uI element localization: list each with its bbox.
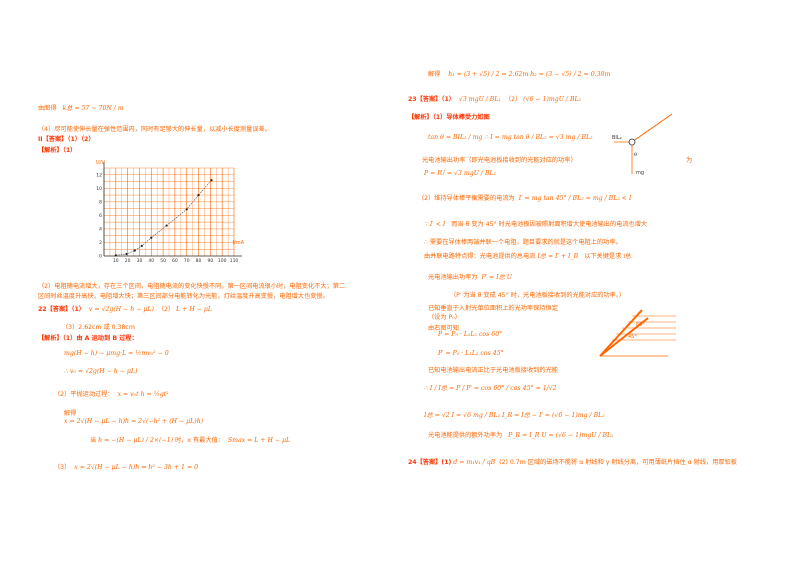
- data-point: [210, 179, 213, 182]
- x-tick-label: 70: [184, 258, 190, 264]
- x-tick-label: 20: [125, 258, 131, 264]
- text-line: （4）尽可能使伸长量在弹性范围内，同时有足够大的伸长量，以减小长度测量误差。: [38, 126, 271, 133]
- fig2-angle45: 45°: [628, 334, 637, 340]
- x-tick-label: 80: [196, 258, 202, 264]
- formula: ∴ I / I总 = P / P′ = cos 60° / cos 45° = …: [424, 385, 557, 392]
- x-tick-label: 40: [148, 258, 154, 264]
- y-tick-label: 0: [99, 254, 102, 260]
- x-tick-label: 50: [160, 258, 166, 264]
- data-point: [197, 193, 200, 197]
- x-tick-label: 110: [230, 258, 239, 264]
- y-tick-label: 10: [96, 186, 102, 192]
- text-line: 为: [686, 157, 693, 164]
- data-point: [140, 244, 143, 247]
- formula: I总 = √2 I = √6 mg / BL₂ I_R = I总 − I′ = …: [424, 412, 605, 419]
- formula: P = P₀ · L₁L₂ cos 60°: [438, 331, 503, 338]
- data-point: [114, 254, 117, 257]
- x-tick-label: 10: [113, 258, 119, 264]
- data-point: [133, 249, 136, 252]
- text-line: （3） x = 2√(H − μL − h)h ⇒ h² − 3h + 1 = …: [54, 464, 199, 471]
- text-line: ∵ I′ < I 而当 θ 变为 45° 时光电池板因被照射面积增大使电池输出的…: [424, 221, 648, 228]
- text-line: ∴ 需要在导体棒两端并联一个电阻，题目要求的就是这个电阻上的功率。: [424, 239, 622, 246]
- text-line: 光电池输出功率（即光电池板接收到的光能对应的功率）: [422, 157, 577, 164]
- x-tick-label: 60: [172, 258, 178, 264]
- text-line: （P′ 为当 θ 变成 45° 时，光电池板接收到的光能对应的功率。）: [450, 292, 626, 299]
- formula: tan θ = BIL₂ / mg ∴ I = mg tan θ / BL₂ =…: [428, 134, 593, 141]
- analysis-heading: 【解析】（1）: [38, 147, 77, 154]
- data-point: [185, 208, 188, 211]
- text-line: 由并联电路特点得：光电池提供的总电流 I总 = I′ + I_R 以下关键是求 …: [424, 253, 632, 260]
- x-tick-label: 100: [218, 258, 227, 264]
- analysis-line: 【解析】（1）导体棒受力如图: [408, 114, 490, 121]
- text-line: 当 h = −(H − μL) / 2×(−1) 时，x 有最大值： Smax …: [90, 437, 291, 444]
- text-line: 光电池能提供的额外功率为 P_R = I_R U = (√6 − 1)mgU /…: [428, 432, 614, 439]
- fit-curve: [115, 180, 212, 256]
- text-line: 光电池输出功率为 P′ = I总 U: [428, 274, 512, 281]
- y-tick-label: 6: [99, 213, 102, 219]
- x-tick-label: 30: [137, 258, 143, 264]
- x-tick-label: 90: [207, 258, 213, 264]
- text-line: 由右图可知: [428, 325, 459, 332]
- analysis-line: 【解析】（1）由 A 运动到 B 过程：: [38, 335, 138, 342]
- formula: k总 = 57 ~ 70N / m: [62, 105, 124, 112]
- answer-line: 24【答案】(1) d = m₁v₁ / qB (2) 0.7m 区域的磁场不能…: [408, 459, 737, 466]
- text-line: 解得 h₁ = (3 + √5) / 2 = 2.62m h₂ = (3 − √…: [428, 71, 611, 78]
- text-line: 由图得 k总 = 57 ~ 70N / m: [38, 105, 124, 112]
- chart-xlabel: I/mA: [233, 240, 245, 246]
- data-point: [125, 252, 128, 256]
- text-line: 已知垂直于入射光单位面积上的光功率保持恒定: [428, 305, 558, 312]
- answer-line: 23【答案】（1） √3 mgU / BL₁ （2） (√6 − 1)mgU /…: [408, 96, 582, 103]
- fig1-mg-label: mg: [636, 170, 644, 176]
- fig1-bil-label: BIL₂: [612, 135, 622, 141]
- text-line: （2）维持导体棒平衡需要的电流为 I′ = mg tan 45° / BL₂ =…: [418, 195, 632, 202]
- force-diagram: BIL₂ θ mg: [612, 113, 673, 176]
- text-line: 区间时丝温度升高快，电阻增大快；第三区间部分电能转化为光能，灯丝温度升高变慢，电…: [38, 293, 329, 300]
- y-tick-label: 12: [96, 172, 102, 178]
- text-line: （3）2.62cm 或 0.38cm: [62, 324, 135, 331]
- formula: mg(H − h) − μmg·L = ½mv₀² − 0: [64, 350, 169, 357]
- formula: P′ = P₀ · L₁L₂ cos 45°: [438, 350, 504, 357]
- text-line: （2）电阻随电流增大，存在三个区间，电阻随电流的变化快慢不同。第一区间电流很小时…: [38, 283, 346, 290]
- answer-heading: II【答案】（1）（2）: [38, 136, 95, 143]
- formula: P = IU = √3 mgU / BL₂: [424, 170, 497, 177]
- answer-line: 22【答案】（1） v = √2g(H − h − μL) （2） L + H …: [38, 306, 213, 313]
- formula: x = 2√(H − μL − h)h = 2√(−h² + (H − μL)h…: [64, 418, 204, 425]
- light-angle-diagram: 60° 45°: [599, 309, 676, 357]
- formula: ∴ v₀ = √2g(H − h − μL): [64, 368, 138, 375]
- text-line: （2）平抛运动过程： x = v₀t h = ½gt²: [54, 391, 169, 398]
- text-line: 已知电池输出电流正比于光电池板接收到的光能: [428, 367, 558, 374]
- y-tick-label: 8: [99, 199, 102, 205]
- y-tick-label: 2: [99, 240, 102, 246]
- text-line: 解得: [64, 410, 77, 417]
- y-tick-label: 4: [99, 226, 102, 232]
- fig1-theta-label: θ: [634, 152, 637, 158]
- text-line: （设为 P₀）: [428, 314, 461, 321]
- data-point: [150, 236, 153, 239]
- data-point: [165, 224, 168, 227]
- chart-ylabel: U/V: [96, 160, 105, 166]
- fig2-angle60: 60°: [636, 322, 645, 328]
